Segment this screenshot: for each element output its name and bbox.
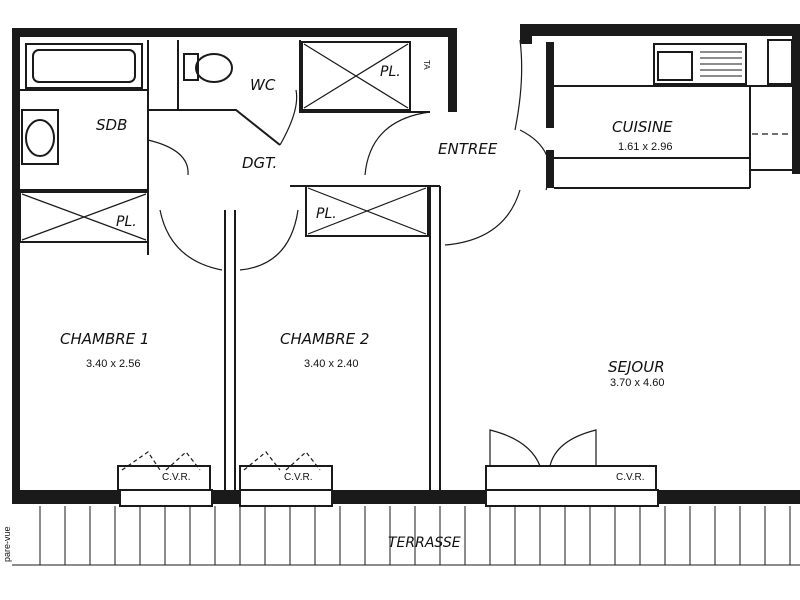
label-cvr-1: C.V.R. (162, 472, 191, 483)
window-sejour-right (549, 429, 597, 467)
closet-top (301, 41, 411, 111)
partitions (19, 39, 800, 507)
wall-closet-top (299, 40, 430, 113)
toilet-tank (183, 53, 199, 81)
label-chambre1-dim: 3.40 x 2.56 (86, 358, 140, 370)
label-sdb: SDB (96, 116, 127, 134)
bathtub (25, 43, 143, 89)
kitchen-appliance (767, 39, 793, 85)
window-sejour-left (489, 429, 541, 467)
label-cuisine: CUISINE (612, 118, 673, 136)
door-ch2 (239, 209, 299, 271)
label-pl-ch2: PL. (316, 206, 337, 222)
wall-right (792, 24, 800, 174)
closet-ch2-cross (307, 187, 427, 235)
closet-ch1-cross (21, 193, 147, 241)
door-entree-2 (444, 189, 521, 246)
kitchen-sink-basin (657, 51, 693, 81)
wall-kitchen-left (546, 42, 554, 128)
label-cvr-3: C.V.R. (616, 472, 645, 483)
label-sejour: SEJOUR (608, 358, 665, 376)
label-sejour-dim: 3.70 x 4.60 (610, 377, 664, 389)
label-chambre1: CHAMBRE 1 (60, 330, 149, 348)
wall-top-left (12, 28, 457, 37)
toilet-bowl (195, 53, 233, 83)
sink-box (21, 109, 59, 165)
terrace-tiles (12, 506, 800, 566)
label-chambre2-dim: 3.40 x 2.40 (304, 358, 358, 370)
wall-entry-post (520, 24, 532, 44)
window-ch2-swing (243, 451, 321, 471)
bathtub-inner (32, 49, 136, 83)
wall-top-right (520, 24, 800, 36)
door-wc (279, 89, 298, 146)
label-cuisine-dim: 1.61 x 2.96 (618, 141, 672, 153)
label-pl-top: PL. (380, 64, 401, 80)
closet-top-cross (303, 43, 409, 109)
sink (25, 119, 55, 157)
door-ch1 (159, 209, 223, 271)
label-pare-vue: pare-vue (2, 526, 12, 562)
wall-wc-right (448, 28, 457, 112)
label-terrasse: TERRASSE (388, 535, 461, 551)
wall-sdb (20, 89, 149, 191)
sill-ch2 (239, 489, 333, 507)
door-entree-1 (364, 111, 431, 176)
label-wc: WC (250, 76, 276, 94)
wall-wc (177, 40, 281, 146)
wall-bath-wc (147, 40, 179, 111)
label-dgt: DGT. (242, 154, 277, 172)
label-ta: TA (422, 60, 431, 70)
kitchen-sink-drainer (700, 51, 742, 77)
terrace-tile-lines (39, 506, 791, 565)
door-sdb (147, 139, 189, 176)
window-ch1-swing (121, 451, 201, 471)
label-pl-ch1: PL. (116, 214, 137, 230)
label-cvr-2: C.V.R. (284, 472, 313, 483)
walls (12, 24, 800, 504)
door-kitchen (519, 129, 551, 191)
label-chambre2: CHAMBRE 2 (280, 330, 369, 348)
door-entry-main (514, 39, 523, 131)
label-entree: ENTREE (438, 140, 498, 158)
wall-left (12, 28, 20, 498)
kitchen-sink (653, 43, 747, 85)
sill-sejour (485, 489, 659, 507)
sill-ch1 (119, 489, 213, 507)
